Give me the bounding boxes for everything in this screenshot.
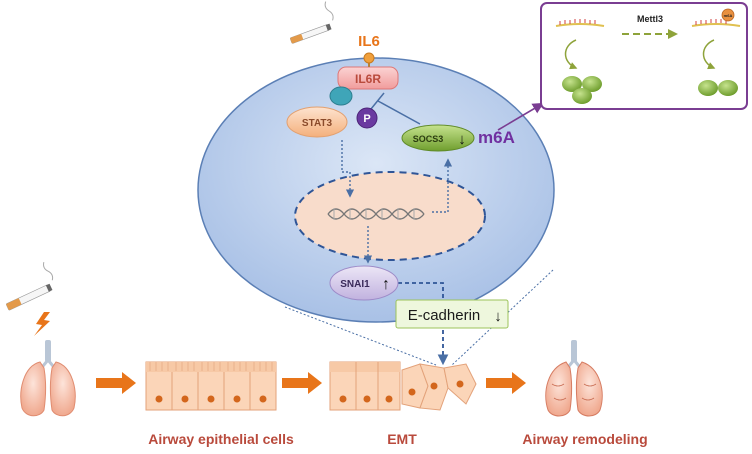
nucleus-to-socs3-arrow (432, 158, 453, 213)
protein-cluster-left-icon (562, 76, 602, 104)
zoom-line-left (284, 306, 437, 366)
socs3-label: SOCS3 (413, 134, 444, 144)
snai1-node (329, 265, 399, 301)
socs3-down-arrow: ↓ (458, 131, 466, 148)
stat3-node (286, 106, 348, 138)
ecadherin-down-arrow: ↓ (494, 308, 502, 325)
socs3-inhibition-line (370, 92, 421, 125)
stage-label-emt: EMT (387, 431, 417, 447)
gp130-icon (329, 86, 353, 106)
stage-label-remodeling: Airway remodeling (522, 431, 647, 447)
cigarette-icon-top (289, 1, 334, 44)
ecadherin-box (395, 299, 509, 329)
il6r-label: IL6R (355, 72, 381, 86)
snai1-to-ecadherin-arrow (398, 282, 444, 302)
m6a-label: m6A (478, 128, 515, 147)
healthy-lung-icon (20, 340, 76, 417)
ecadherin-label: E-cadherin (408, 307, 481, 324)
dna-helix-icon (327, 208, 425, 220)
remodeled-lung-icon (545, 340, 603, 417)
phosphate-label: P (363, 113, 370, 125)
snai1-label: SNAI1 (340, 279, 370, 290)
phosphate-icon (356, 107, 378, 129)
snai1-up-arrow: ↑ (382, 276, 390, 293)
m6a-to-inset-arrow (497, 102, 544, 131)
mrna-right-icon (691, 19, 741, 27)
translation-arrow-right (702, 39, 716, 70)
il6-ligand-icon (363, 52, 375, 64)
emt-cell-block (329, 361, 477, 411)
m6a-mark-icon (721, 8, 735, 22)
progression-arrow-3 (486, 372, 526, 394)
stat3-to-nucleus-arrow (341, 140, 355, 198)
progression-arrow-1 (96, 372, 136, 394)
socs3-node (401, 124, 475, 152)
stage-label-epithelial: Airway epithelial cells (148, 431, 294, 447)
stat3-label: STAT3 (302, 118, 333, 129)
progression-arrow-2 (282, 372, 322, 394)
mettl3-label: Mettl3 (637, 14, 663, 24)
il6-label: IL6 (358, 33, 380, 50)
epithelial-cell-block (145, 361, 277, 411)
lightning-icon (34, 312, 50, 336)
protein-cluster-right-icon (698, 80, 738, 96)
mrna-left-icon (555, 19, 605, 27)
translation-arrow-left (564, 39, 578, 70)
m6a-mark-label: m6A (724, 13, 733, 18)
cigarette-icon-left (6, 261, 54, 311)
